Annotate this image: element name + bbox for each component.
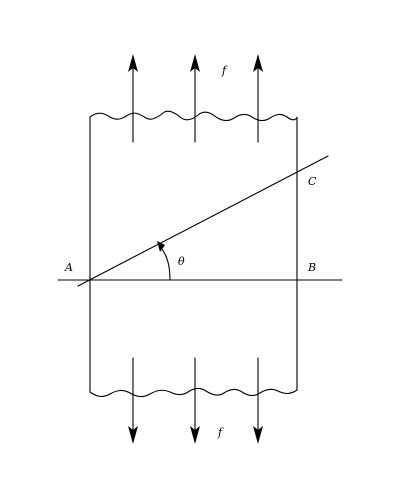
label-force-bottom: f: [217, 426, 224, 439]
plate-bottom-break-line: [89, 387, 298, 398]
top-force-arrows: [128, 54, 263, 143]
label-point-a: A: [64, 261, 73, 274]
up-arrow-icon: [253, 54, 263, 72]
label-force-top: f: [221, 64, 228, 77]
up-arrow-icon: [190, 54, 200, 72]
label-angle-theta: θ: [178, 255, 185, 268]
inclined-plane-line: [77, 155, 329, 287]
bottom-force-arrows: [128, 357, 263, 444]
down-arrow-icon: [128, 426, 138, 444]
angle-arc: [160, 247, 171, 281]
label-point-b: B: [307, 261, 316, 274]
label-point-c: C: [308, 175, 317, 188]
down-arrow-icon: [190, 426, 200, 444]
angle-arc-arrowhead: [157, 241, 165, 252]
up-arrow-icon: [128, 54, 138, 72]
plate-top-break-line: [89, 110, 298, 122]
down-arrow-icon: [253, 426, 263, 444]
